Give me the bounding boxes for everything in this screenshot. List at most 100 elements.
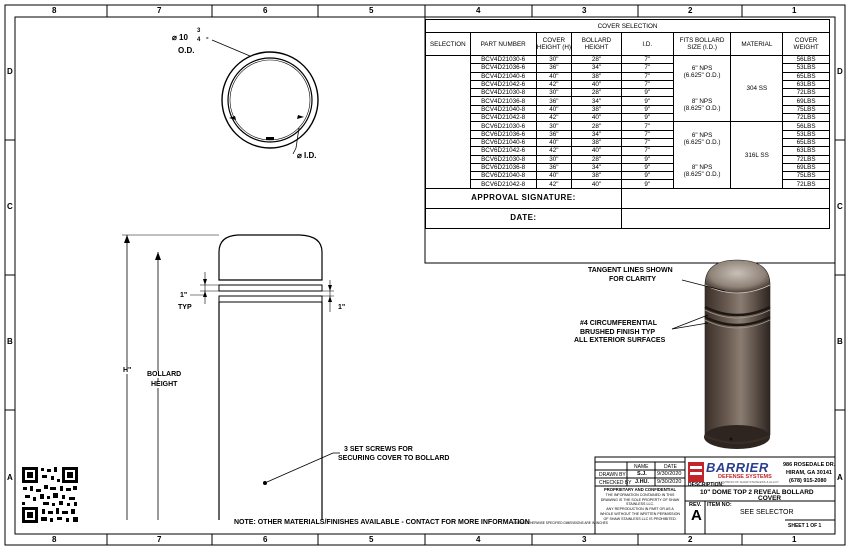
top-view-drawing [211,39,319,155]
bollard-render [671,259,771,449]
company-tagline: A DIVISION OF SHAW STAINLESS & ALLOY [718,480,779,484]
zone-row-c-right: C [837,202,843,211]
zone-col-2-top: 2 [688,6,693,15]
zone-col-7-top: 7 [157,6,162,15]
address-line1: 986 ROSEDALE DR. [783,462,836,468]
reveal-typ-label: TYP [178,304,192,311]
fits-6in-nps-cell: 6" NPS(6.625" O.D.) [672,121,732,156]
drawn-by-label: DRAWN BY [599,472,626,478]
checked-by-label: CHECKED BY [599,480,632,486]
drawn-by-name: S.J. [637,471,647,477]
address-line2: HIRAM, GA 30141 [786,470,832,476]
fits-8in-line1: 8" NPS [691,98,713,106]
proprietary-body3: STAINLESS LLC. [625,502,655,507]
item-no-value: SEE SELECTOR [740,509,794,516]
zone-row-b-left: B [7,337,13,346]
zone-col-5-bottom: 5 [369,535,374,544]
proprietary-title: PROPRIETARY AND CONFIDENTIAL [603,487,677,492]
zone-col-8-bottom: 8 [52,535,57,544]
header-fits-bollard-size: FITS BOLLARD SIZE (I.D.) [672,32,732,56]
finish-note-line1: #4 CIRCUMFERENTIAL [580,320,658,327]
proprietary-body2: DRAWING IS THE SOLE PROPERTY OF SHAW [600,497,680,502]
zone-col-1-top: 1 [792,6,797,15]
zone-col-1-bottom: 1 [792,535,797,544]
zone-row-d-left: D [7,67,13,76]
proprietary-body4: ANY REPRODUCTION IN PART OR AS A [606,507,674,512]
barrier-logo-mark [688,462,704,482]
description-line2: COVER [758,495,782,502]
cover-height-dim-label: H" [123,367,132,374]
company-sub: DEFENSE SYSTEMS [718,474,772,480]
zone-row-a-right: A [837,473,843,482]
reveal-dim-1in-right: 1" [338,304,346,311]
zone-col-7-bottom: 7 [157,535,162,544]
fits-6in-line1: 6" NPS [691,131,713,139]
material-316lss-cell: 316L SS [730,121,784,189]
cover-table-frame [424,16,836,264]
od-dash: - [206,33,209,42]
tangent-note-line1: TANGENT LINES SHOWN [588,267,673,274]
rev-label: REV. [689,502,702,508]
zone-row-c-left: C [7,202,13,211]
fits-8in-nps-cell: 8" NPS(8.625" O.D.) [672,88,732,123]
zone-col-3-bottom: 3 [582,535,587,544]
fits-8in-nps-cell: 8" NPS(8.625" O.D.) [672,155,732,189]
qr-code [22,467,78,523]
zone-row-b-right: B [837,337,843,346]
cover-weight-cell: 72LBS [782,179,830,189]
set-screws-note-line1: 3 SET SCREWS FOR [344,446,413,453]
name-header: NAME [634,464,649,470]
date-field[interactable] [620,207,831,229]
description-label: DESCRIPTION: [688,482,724,488]
header-material: MATERIAL [730,32,784,56]
item-no-label: ITEM NO: [707,502,732,508]
zone-col-4-bottom: 4 [476,535,481,544]
materials-note: NOTE: OTHER MATERIALS/FINISHES AVAILABLE… [234,519,530,526]
fits-6in-line2: (6.625" O.D.) [683,138,721,146]
proprietary-body6: OF SHAW STAINLESS LLC IS PROHIBITED. [603,516,677,521]
rev-value: A [691,507,702,524]
checked-by-date: 9/30/2020 [657,479,682,485]
checked-by-name: J.HU. [635,479,650,485]
description-line1: 10" DOME TOP 2 REVEAL BOLLARD [700,489,814,496]
company-name: BARRIER [706,460,769,475]
material-304ss-cell: 304 SS [730,54,784,123]
proprietary-notice: PROPRIETARY AND CONFIDENTIAL THE INFORMA… [596,487,684,522]
proprietary-body1: THE INFORMATION CONTAINED IN THIS [605,492,675,497]
selection-column-cell [425,55,471,189]
od-dimension-label: ⌀ 10 [172,33,188,42]
header-bollard-height: BOLLARD HEIGHT [571,32,622,56]
zone-col-2-bottom: 2 [688,535,693,544]
address-line3: (678) 915-2080 [789,478,827,484]
fits-8in-line2: (8.625" O.D.) [683,171,721,179]
part-number-cell: BCV6D21042-8 [469,179,537,189]
zone-col-6-top: 6 [263,6,268,15]
zone-row-d-right: D [837,67,843,76]
date-label: DATE: [510,213,537,223]
od-fraction-denominator: 4 [197,37,201,43]
tolerance-note: UNLESS OTHERWISE SPECIFIED DIMENSIONS AR… [512,521,608,525]
bollard-height-label-line2: HEIGHT [151,381,178,388]
bollard-height-label-line1: BOLLARD [147,371,182,378]
id-dimension-label: ⌀ I.D. [297,151,317,160]
drawn-by-date: 9/30/2020 [657,471,682,477]
set-screws-note-line2: SECURING COVER TO BOLLARD [338,455,450,462]
zone-col-8-top: 8 [52,6,57,15]
header-part-number: PART NUMBER [469,32,537,56]
fits-8in-line2: (8.625" O.D.) [683,105,721,113]
zone-col-4-top: 4 [476,6,481,15]
finish-note-line2: BRUSHED FINISH TYP [580,329,656,336]
zone-row-a-left: A [7,473,13,482]
sheet-number: SHEET 1 OF 1 [788,523,822,529]
od-suffix-label: O.D. [178,46,195,55]
id-cell: 9" [620,179,674,189]
zone-col-5-top: 5 [369,6,374,15]
approval-signature-label: APPROVAL SIGNATURE: [471,193,576,203]
header-selection: SELECTION [425,32,471,56]
reveal-dim-1in-left: 1" [180,292,188,299]
zone-col-6-bottom: 6 [263,535,268,544]
